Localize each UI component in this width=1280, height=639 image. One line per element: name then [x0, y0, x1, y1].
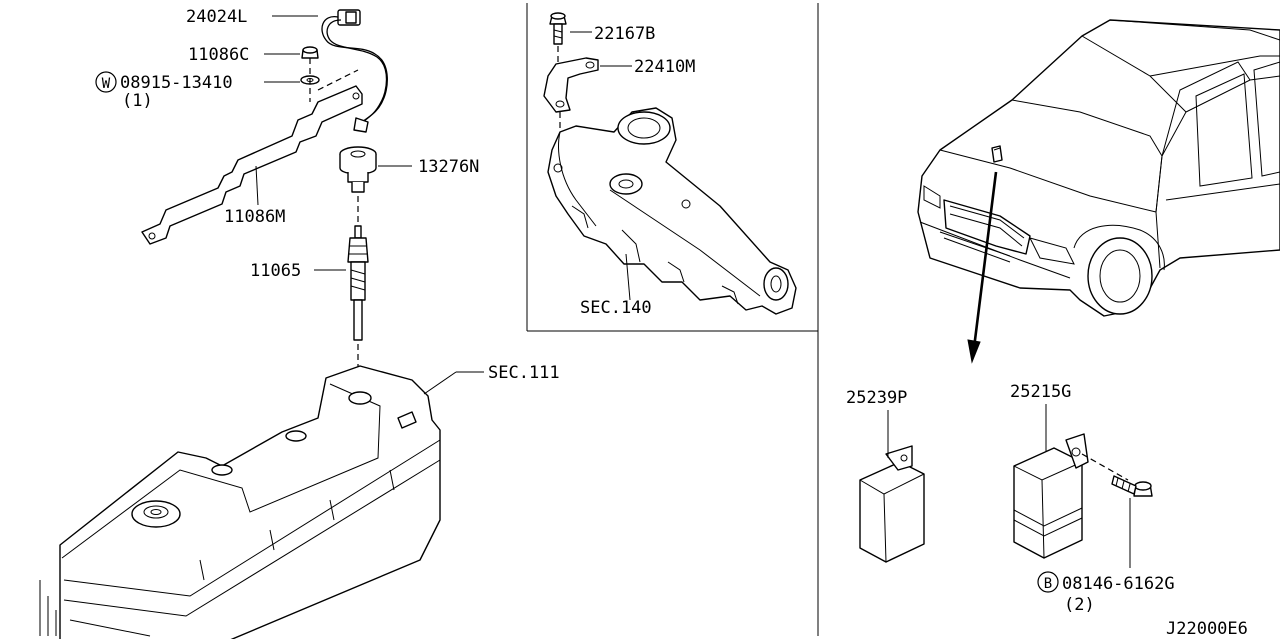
label-08146-6162G: 08146-6162G [1062, 574, 1175, 594]
washer-symbol-icon: W [95, 71, 117, 93]
bolt-08146-6162G [1111, 475, 1153, 568]
connecting-plate-11086M [141, 85, 363, 245]
label-08146-qty: (2) [1064, 595, 1095, 615]
svg-text:B: B [1044, 576, 1052, 592]
svg-text:W: W [102, 76, 111, 92]
nut-11086C [264, 46, 319, 59]
label-11086C: 11086C [188, 45, 249, 65]
exhaust-manifold-sec140 [547, 107, 797, 315]
label-22410M: 22410M [634, 57, 695, 77]
relay-25239P [859, 410, 925, 563]
diagram-code: J22000E6 [1166, 619, 1248, 639]
label-24024L: 24024L [186, 7, 247, 27]
label-25215G: 25215G [1010, 382, 1071, 402]
label-11065: 11065 [250, 261, 301, 281]
label-13276N: 13276N [418, 157, 479, 177]
vehicle-illustration [917, 19, 1280, 317]
relay-25215G [1013, 404, 1129, 559]
label-08915-13410: 08915-13410 [120, 73, 233, 93]
bracket-22410M [543, 57, 632, 128]
washer-08915-13410 [264, 58, 359, 102]
label-08915-qty: (1) [122, 91, 153, 111]
glow-plug-11065 [314, 196, 369, 400]
label-sec111: SEC.111 [488, 363, 560, 383]
label-sec140: SEC.140 [580, 298, 652, 318]
location-arrow [967, 171, 998, 364]
glow-plug-cap-13276N [339, 146, 412, 193]
bolt-22167B [549, 12, 592, 62]
bolt-symbol-icon: B [1037, 571, 1059, 593]
glow-plug-harness-24024L [272, 9, 388, 133]
manifold-inset-frame [526, 3, 818, 332]
label-25239P: 25239P [846, 388, 907, 408]
label-11086M: 11086M [224, 207, 285, 227]
label-22167B: 22167B [594, 24, 655, 44]
cylinder-head-sec111 [39, 365, 484, 639]
